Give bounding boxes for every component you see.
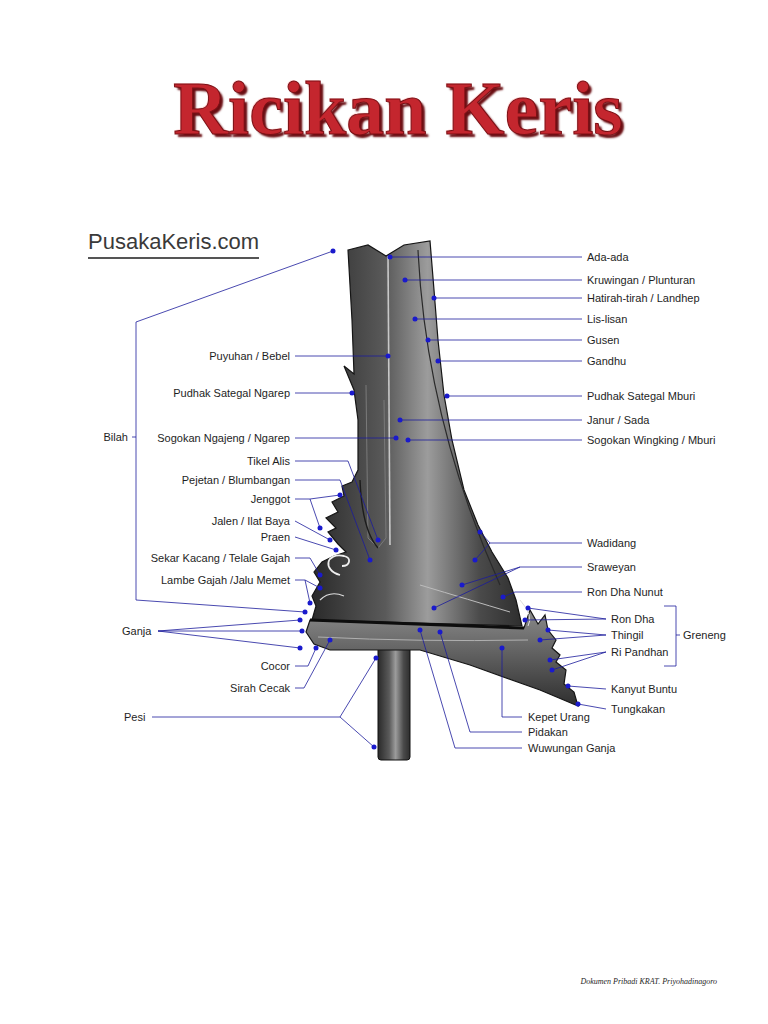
part-label: Wuwungan Ganja xyxy=(528,742,615,755)
lambe-gajah-line xyxy=(320,594,344,600)
part-label: Sogokan Wingking / Mburi xyxy=(587,434,715,447)
part-label: Ada-ada xyxy=(587,251,629,264)
part-label: Tungkakan xyxy=(611,703,665,716)
part-label: Hatirah-tirah / Landhep xyxy=(587,292,700,305)
sraweyan-line xyxy=(420,585,510,612)
group-label: Greneng xyxy=(683,629,726,642)
part-label: Gusen xyxy=(587,334,619,347)
part-label: Lambe Gajah /Jalu Memet xyxy=(161,574,290,587)
ganja-shape xyxy=(306,610,578,706)
tikel-alis-line xyxy=(360,480,378,548)
group-label: Pesi xyxy=(124,711,145,724)
pesi-tang xyxy=(378,640,410,760)
group-label: Ganja xyxy=(122,625,151,638)
part-label: Ri Pandhan xyxy=(611,646,669,659)
part-label: Kruwingan / Plunturan xyxy=(587,274,695,287)
part-label: Praen xyxy=(261,531,290,544)
part-label: Lis-lisan xyxy=(587,313,627,326)
ron-dha-curl xyxy=(520,600,530,626)
part-label: Pudhak Sategal Mburi xyxy=(587,390,695,403)
part-label: Jalen / Ilat Baya xyxy=(212,515,290,528)
sogokan-groove xyxy=(366,385,386,548)
part-label: Cocor xyxy=(261,660,290,673)
part-label: Sraweyan xyxy=(587,561,636,574)
gusen-line xyxy=(418,250,500,585)
part-label: Kanyut Buntu xyxy=(611,683,677,696)
part-label: Kepet Urang xyxy=(528,711,590,724)
site-watermark: PusakaKeris.com xyxy=(88,228,259,259)
leader-dots xyxy=(298,249,581,750)
part-label: Wadidang xyxy=(587,537,636,550)
ada-ada-ridge xyxy=(388,256,390,545)
part-label: Ron Dha xyxy=(611,613,654,626)
part-label: Sirah Cecak xyxy=(230,682,290,695)
part-label: Sogokan Ngajeng / Ngarep xyxy=(157,432,290,445)
blade-shape xyxy=(312,241,522,626)
group-label: Bilah xyxy=(104,431,128,444)
part-label: Pejetan / Blumbangan xyxy=(182,474,290,487)
part-label: Pudhak Sategal Ngarep xyxy=(173,387,290,400)
part-label: Pidakan xyxy=(528,726,568,739)
part-label: Jenggot xyxy=(251,493,290,506)
part-label: Puyuhan / Bebel xyxy=(209,350,290,363)
part-label: Tikel Alis xyxy=(247,455,290,468)
part-label: Thingil xyxy=(611,629,643,642)
leader-lines xyxy=(132,251,680,748)
ganja-line xyxy=(310,620,524,628)
part-label: Sekar Kacang / Telale Gajah xyxy=(151,552,290,565)
part-label: Gandhu xyxy=(587,355,626,368)
part-label: Janur / Sada xyxy=(587,414,649,427)
sekar-kacang-curl xyxy=(328,555,349,575)
footer-note: Dokumen Pribadi KRAT. Priyohadinagoro xyxy=(580,977,717,987)
part-label: Ron Dha Nunut xyxy=(587,586,663,599)
diagram-title: Ricikan Keris xyxy=(173,66,623,150)
